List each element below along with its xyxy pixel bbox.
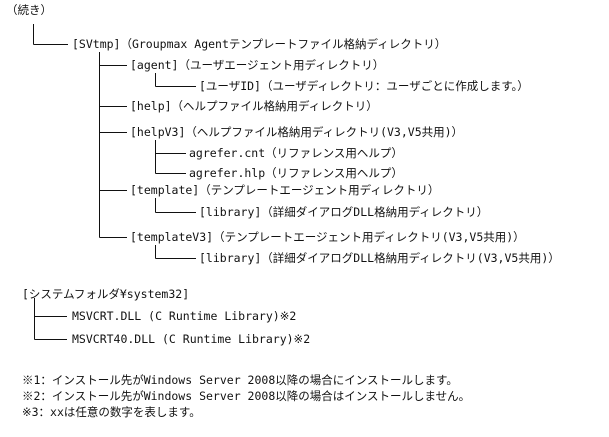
tree-node-template: [template]（テンプレートエージェント用ディレクトリ）	[130, 183, 440, 197]
tree-node-userid: [ユーザID]（ユーザディレクトリ：ユーザごとに作成します。）	[199, 79, 529, 93]
footnote-1: ※1：インストール先がWindows Server 2008以降の場合にインスト…	[22, 373, 458, 387]
tree-node-agent: [agent]（ユーザエージェント用ディレクトリ）	[130, 58, 385, 72]
file-msvcrt40-dll: MSVCRT40.DLL (C Runtime Library)※2	[72, 332, 311, 346]
continued-label: （続き）	[6, 3, 52, 17]
tree-node-agrefer-cnt: agrefer.cnt（リファレンス用ヘルプ）	[189, 146, 403, 160]
tree-node-agrefer-hlp: agrefer.hlp（リファレンス用ヘルプ）	[189, 166, 403, 180]
tree-node-helpv3: [helpV3]（ヘルプファイル格納用ディレクトリ(V3,V5共用)）	[130, 125, 464, 139]
footnote-3: ※3：xxは任意の数字を表します。	[22, 405, 201, 419]
tree-node-library: [library]（詳細ダイアログDLL格納用ディレクトリ）	[199, 205, 489, 219]
tree-node-templatev3: [templateV3]（テンプレートエージェント用ディレクトリ(V3,V5共用…	[130, 230, 525, 244]
system32-header: [システムフォルダ¥system32]	[22, 287, 190, 301]
footnote-2: ※2：インストール先がWindows Server 2008以降の場合はインスト…	[22, 389, 471, 403]
file-msvcrt-dll: MSVCRT.DLL (C Runtime Library)※2	[72, 309, 297, 323]
tree-node-svtmp: [SVtmp]（Groupmax Agentテンプレートファイル格納ディレクトリ…	[72, 37, 447, 51]
tree-node-library-v3: [library]（詳細ダイアログDLL格納用ディレクトリ(V3,V5共用)）	[199, 251, 560, 265]
tree-node-help: [help]（ヘルプファイル格納用ディレクトリ）	[130, 99, 378, 113]
